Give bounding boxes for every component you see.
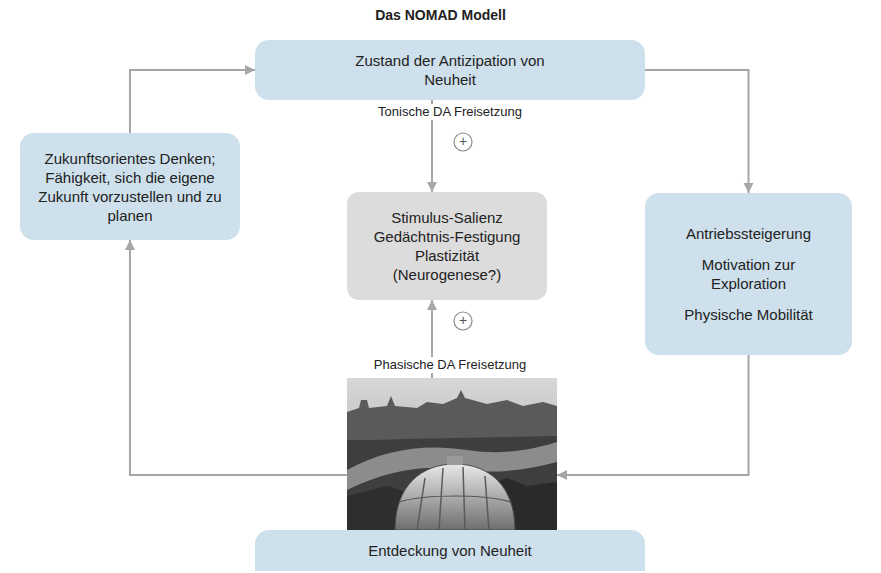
node-text: Zustand der Antizipation von Neuheit xyxy=(343,51,558,89)
diagram-title: Das NOMAD Modell xyxy=(0,6,881,24)
node-text: (Neurogenese?) xyxy=(393,265,501,284)
state-box: Zustand der Antizipation von Neuheit xyxy=(255,40,645,100)
node-text: Plastizität xyxy=(415,246,479,265)
connector-arrow xyxy=(130,70,255,133)
connector-arrow xyxy=(557,355,749,475)
node-text: Motivation zur Exploration xyxy=(699,255,799,293)
discovery-node: Entdeckung von Neuheit xyxy=(347,378,557,573)
edge-label: Tonische DA Freisetzung xyxy=(375,104,525,120)
node-text: Gedächtnis-Festigung xyxy=(374,227,521,246)
plus-circle xyxy=(454,133,472,151)
process-box: Zukunftsorientes Denken;Fähigkeit, sich … xyxy=(20,133,240,240)
connector-arrow xyxy=(645,70,749,193)
node-text: Physische Mobilität xyxy=(684,305,812,324)
node-text: Stimulus-Salienz xyxy=(391,208,503,227)
plus-circle xyxy=(454,312,472,330)
node-text: Zukunftsorientes Denken; xyxy=(45,149,216,168)
plus-sign: + xyxy=(459,313,467,327)
pill-box: Entdeckung von Neuheit xyxy=(255,530,645,571)
process-box: AntriebssteigerungMotivation zur Explora… xyxy=(645,193,852,355)
node-text: Fähigkeit, sich die eigene Zukunft vorzu… xyxy=(32,168,228,225)
node-text: Entdeckung von Neuheit xyxy=(368,541,531,560)
plus-sign: + xyxy=(459,134,467,148)
edge-label: Phasische DA Freisetzung xyxy=(371,357,529,373)
node-text: Antriebssteigerung xyxy=(686,224,811,243)
connector-arrow xyxy=(130,240,347,475)
effect-box: Stimulus-SalienzGedächtnis-FestigungPlas… xyxy=(347,192,547,300)
